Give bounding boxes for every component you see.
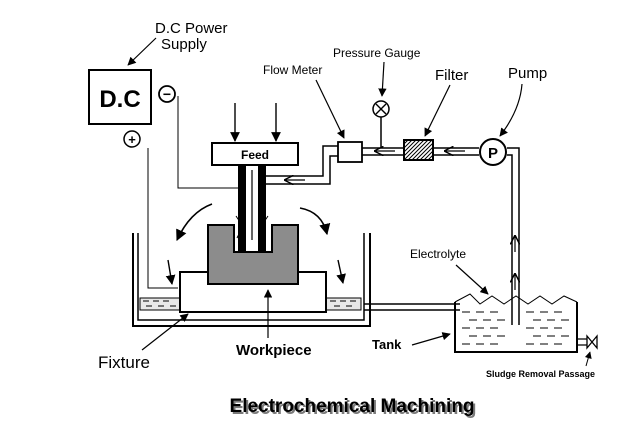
pressure-gauge-label: Pressure Gauge <box>333 46 421 60</box>
fixture-label: Fixture <box>98 353 150 372</box>
flow-meter-box <box>337 141 363 163</box>
return-pipe <box>364 303 460 311</box>
diagram-title-shadow: Electrochemical Machining <box>232 398 477 419</box>
flow-arrow-down-left <box>165 259 176 285</box>
pump-pointer <box>499 83 523 137</box>
svg-text:+: + <box>128 132 136 147</box>
flow-arrow-down-right <box>336 259 346 284</box>
tool-electrode <box>235 165 269 251</box>
supply-pipe <box>263 145 520 325</box>
tank-label: Tank <box>372 337 402 352</box>
filter-label: Filter <box>435 67 468 84</box>
negative-terminal-icon: − <box>158 85 176 103</box>
sludge-valve-icon <box>577 334 598 350</box>
tank-pointer <box>411 332 451 346</box>
negative-wire <box>177 96 240 189</box>
dc-power-label-line2: Supply <box>161 36 207 53</box>
flow-arrow-left <box>176 203 213 242</box>
pump-icon: P <box>479 138 507 166</box>
flow-arrow-right <box>299 207 331 236</box>
feed-block <box>211 142 299 166</box>
feed-label: Feed <box>241 148 269 162</box>
dc-pointer-line <box>127 37 157 66</box>
filter-pointer <box>424 84 451 137</box>
flow-meter-pointer <box>315 79 345 139</box>
positive-terminal-icon: + <box>123 130 141 148</box>
electrolyte-label: Electrolyte <box>410 247 466 261</box>
tank-electrolyte <box>139 297 362 311</box>
dc-power-label-line1: D.C Power <box>155 20 228 37</box>
dc-box-label: D.C <box>99 86 140 113</box>
pipe-flow-arrows <box>285 151 515 290</box>
pressure-gauge-icon <box>372 100 390 147</box>
dc-box <box>88 69 152 125</box>
pump-label: Pump <box>508 65 547 82</box>
electrolyte-pointer <box>455 264 489 295</box>
machining-tank <box>132 233 371 327</box>
electrolyte-tank <box>454 293 578 353</box>
positive-wire <box>147 148 178 289</box>
flow-meter-label: Flow Meter <box>263 63 322 77</box>
pressure-gauge-pointer <box>378 61 387 97</box>
svg-text:−: − <box>163 86 171 102</box>
workpiece-block <box>207 224 299 285</box>
sludge-label: Sludge Removal Passage <box>486 369 595 379</box>
diagram-title: Electrochemical Machining <box>230 396 475 417</box>
fixture-pointer <box>141 313 189 351</box>
filter-icon <box>403 139 434 161</box>
sludge-pointer <box>584 351 592 367</box>
svg-text:P: P <box>488 145 498 162</box>
workpiece-label: Workpiece <box>236 342 312 359</box>
